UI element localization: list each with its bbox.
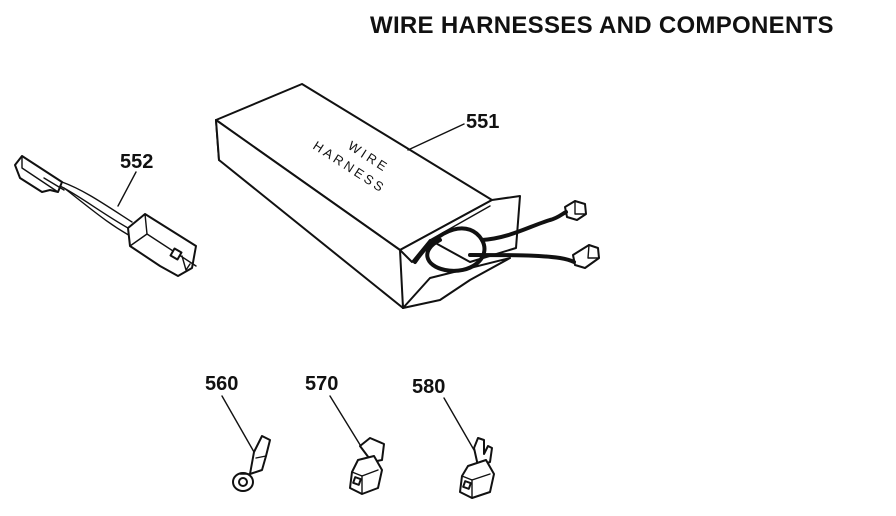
leader-570	[329, 395, 363, 449]
part-number-560: 560	[205, 373, 238, 395]
harness-wire-lower	[468, 253, 576, 264]
terminal-580[interactable]: 580	[412, 376, 495, 499]
harness-terminal-lower	[572, 244, 600, 269]
terminal-570[interactable]: 570	[305, 373, 385, 495]
leader-580	[443, 397, 475, 451]
part-number-580: 580	[412, 376, 445, 398]
wire-harness-box-551[interactable]: WIRE HARNESS 551	[215, 83, 600, 309]
harness-wire-c	[63, 187, 135, 239]
connector-harness-552[interactable]: 552	[14, 151, 197, 277]
part-number-570: 570	[305, 373, 338, 395]
leader-552	[117, 171, 137, 207]
page-title: WIRE HARNESSES AND COMPONENTS	[370, 12, 834, 39]
box-bottom-flap	[402, 257, 511, 309]
leader-551	[407, 123, 465, 151]
part-number-552: 552	[120, 151, 153, 173]
spade-connector	[14, 155, 63, 193]
harness-wire-b	[61, 181, 133, 223]
harness-terminal-upper	[564, 200, 587, 221]
part-number-551: 551	[466, 111, 499, 133]
harness-wire-loop	[413, 226, 487, 273]
plug-connector	[127, 213, 197, 277]
ring-terminal-560[interactable]: 560	[205, 373, 271, 492]
harness-wire-upper	[480, 210, 568, 242]
leader-560	[221, 395, 255, 453]
